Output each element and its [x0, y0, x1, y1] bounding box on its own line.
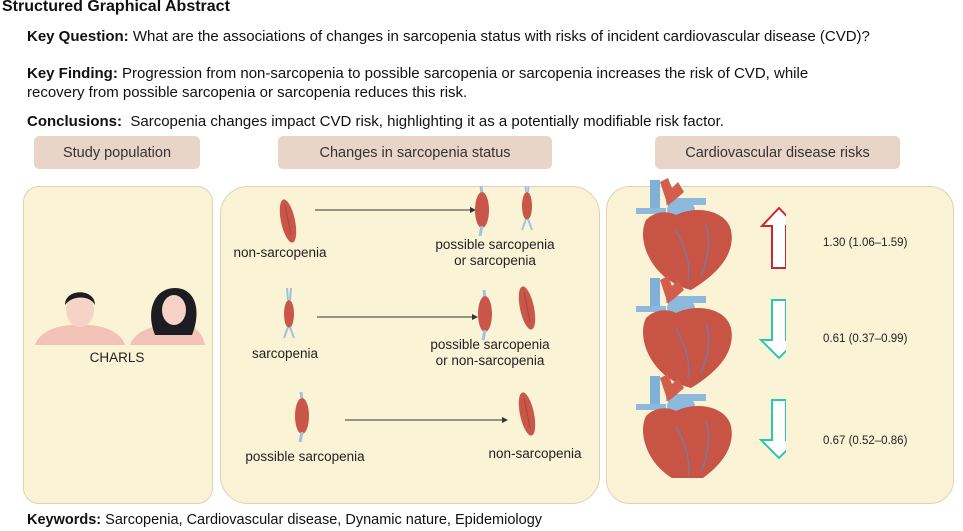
header-cvd-risks: Cardiovascular disease risks	[655, 136, 900, 169]
risk-value: 0.61 (0.37–0.99)	[823, 333, 908, 345]
muscle-icon	[476, 288, 494, 342]
heart-icon	[635, 275, 733, 389]
keywords-label: Keywords:	[27, 512, 102, 528]
arrow-down-icon	[758, 299, 786, 360]
key-finding-text-2: recovery from possible sarcopenia or sar…	[27, 84, 468, 101]
heart-icon	[635, 373, 733, 478]
people-icon	[35, 288, 205, 345]
heart-icon	[635, 178, 733, 291]
key-question-text: What are the associations of changes in …	[128, 28, 870, 45]
risk-value: 0.67 (0.52–0.86)	[823, 435, 908, 447]
risk-value: 1.30 (1.06–1.59)	[823, 237, 908, 249]
key-question-label: Key Question:	[27, 28, 129, 45]
transition-to-line1: possible sarcopenia	[435, 237, 555, 252]
transition-diagram	[276, 186, 539, 444]
transition-from: non-sarcopenia	[233, 245, 327, 260]
muscle-icon	[521, 186, 533, 231]
keywords-text: Sarcopenia, Cardiovascular disease, Dyna…	[101, 512, 543, 528]
muscle-icon	[293, 390, 311, 444]
transition-to-line1: possible sarcopenia	[430, 337, 550, 352]
muscle-icon	[276, 197, 300, 245]
conclusions-label: Conclusions:	[27, 113, 123, 130]
transition-from: possible sarcopenia	[245, 449, 365, 464]
key-finding-text: Progression from non-sarcopenia to possi…	[117, 65, 809, 82]
arrow-down-icon	[758, 399, 786, 460]
header-study-population: Study population	[34, 136, 200, 169]
conclusions: Conclusions: Sarcopenia changes impact C…	[27, 112, 724, 131]
transition-to: non-sarcopenia	[488, 446, 582, 461]
transition-to-line2: or non-sarcopenia	[435, 353, 545, 368]
muscle-icon	[515, 284, 539, 332]
transition-from: sarcopenia	[251, 346, 319, 361]
conclusions-text: Sarcopenia changes impact CVD risk, high…	[122, 113, 724, 130]
transition-to-line2: or sarcopenia	[454, 253, 536, 268]
arrow-up-icon	[759, 206, 786, 269]
key-question: Key Question: What are the associations …	[27, 27, 870, 46]
sarcopenia-changes-panel	[220, 186, 600, 504]
muscle-icon	[283, 287, 295, 339]
key-finding: Key Finding: Progression from non-sarcop…	[27, 64, 808, 102]
page-title: Structured Graphical Abstract	[2, 0, 230, 15]
muscle-icon	[515, 390, 539, 438]
heart-arrows	[635, 178, 786, 478]
muscle-icon	[473, 186, 491, 238]
header-sarcopenia-changes: Changes in sarcopenia status	[278, 136, 552, 169]
key-finding-label: Key Finding:	[27, 65, 118, 82]
cohort-label: CHARLS	[89, 350, 145, 365]
keywords: Keywords: Sarcopenia, Cardiovascular dis…	[27, 511, 542, 530]
